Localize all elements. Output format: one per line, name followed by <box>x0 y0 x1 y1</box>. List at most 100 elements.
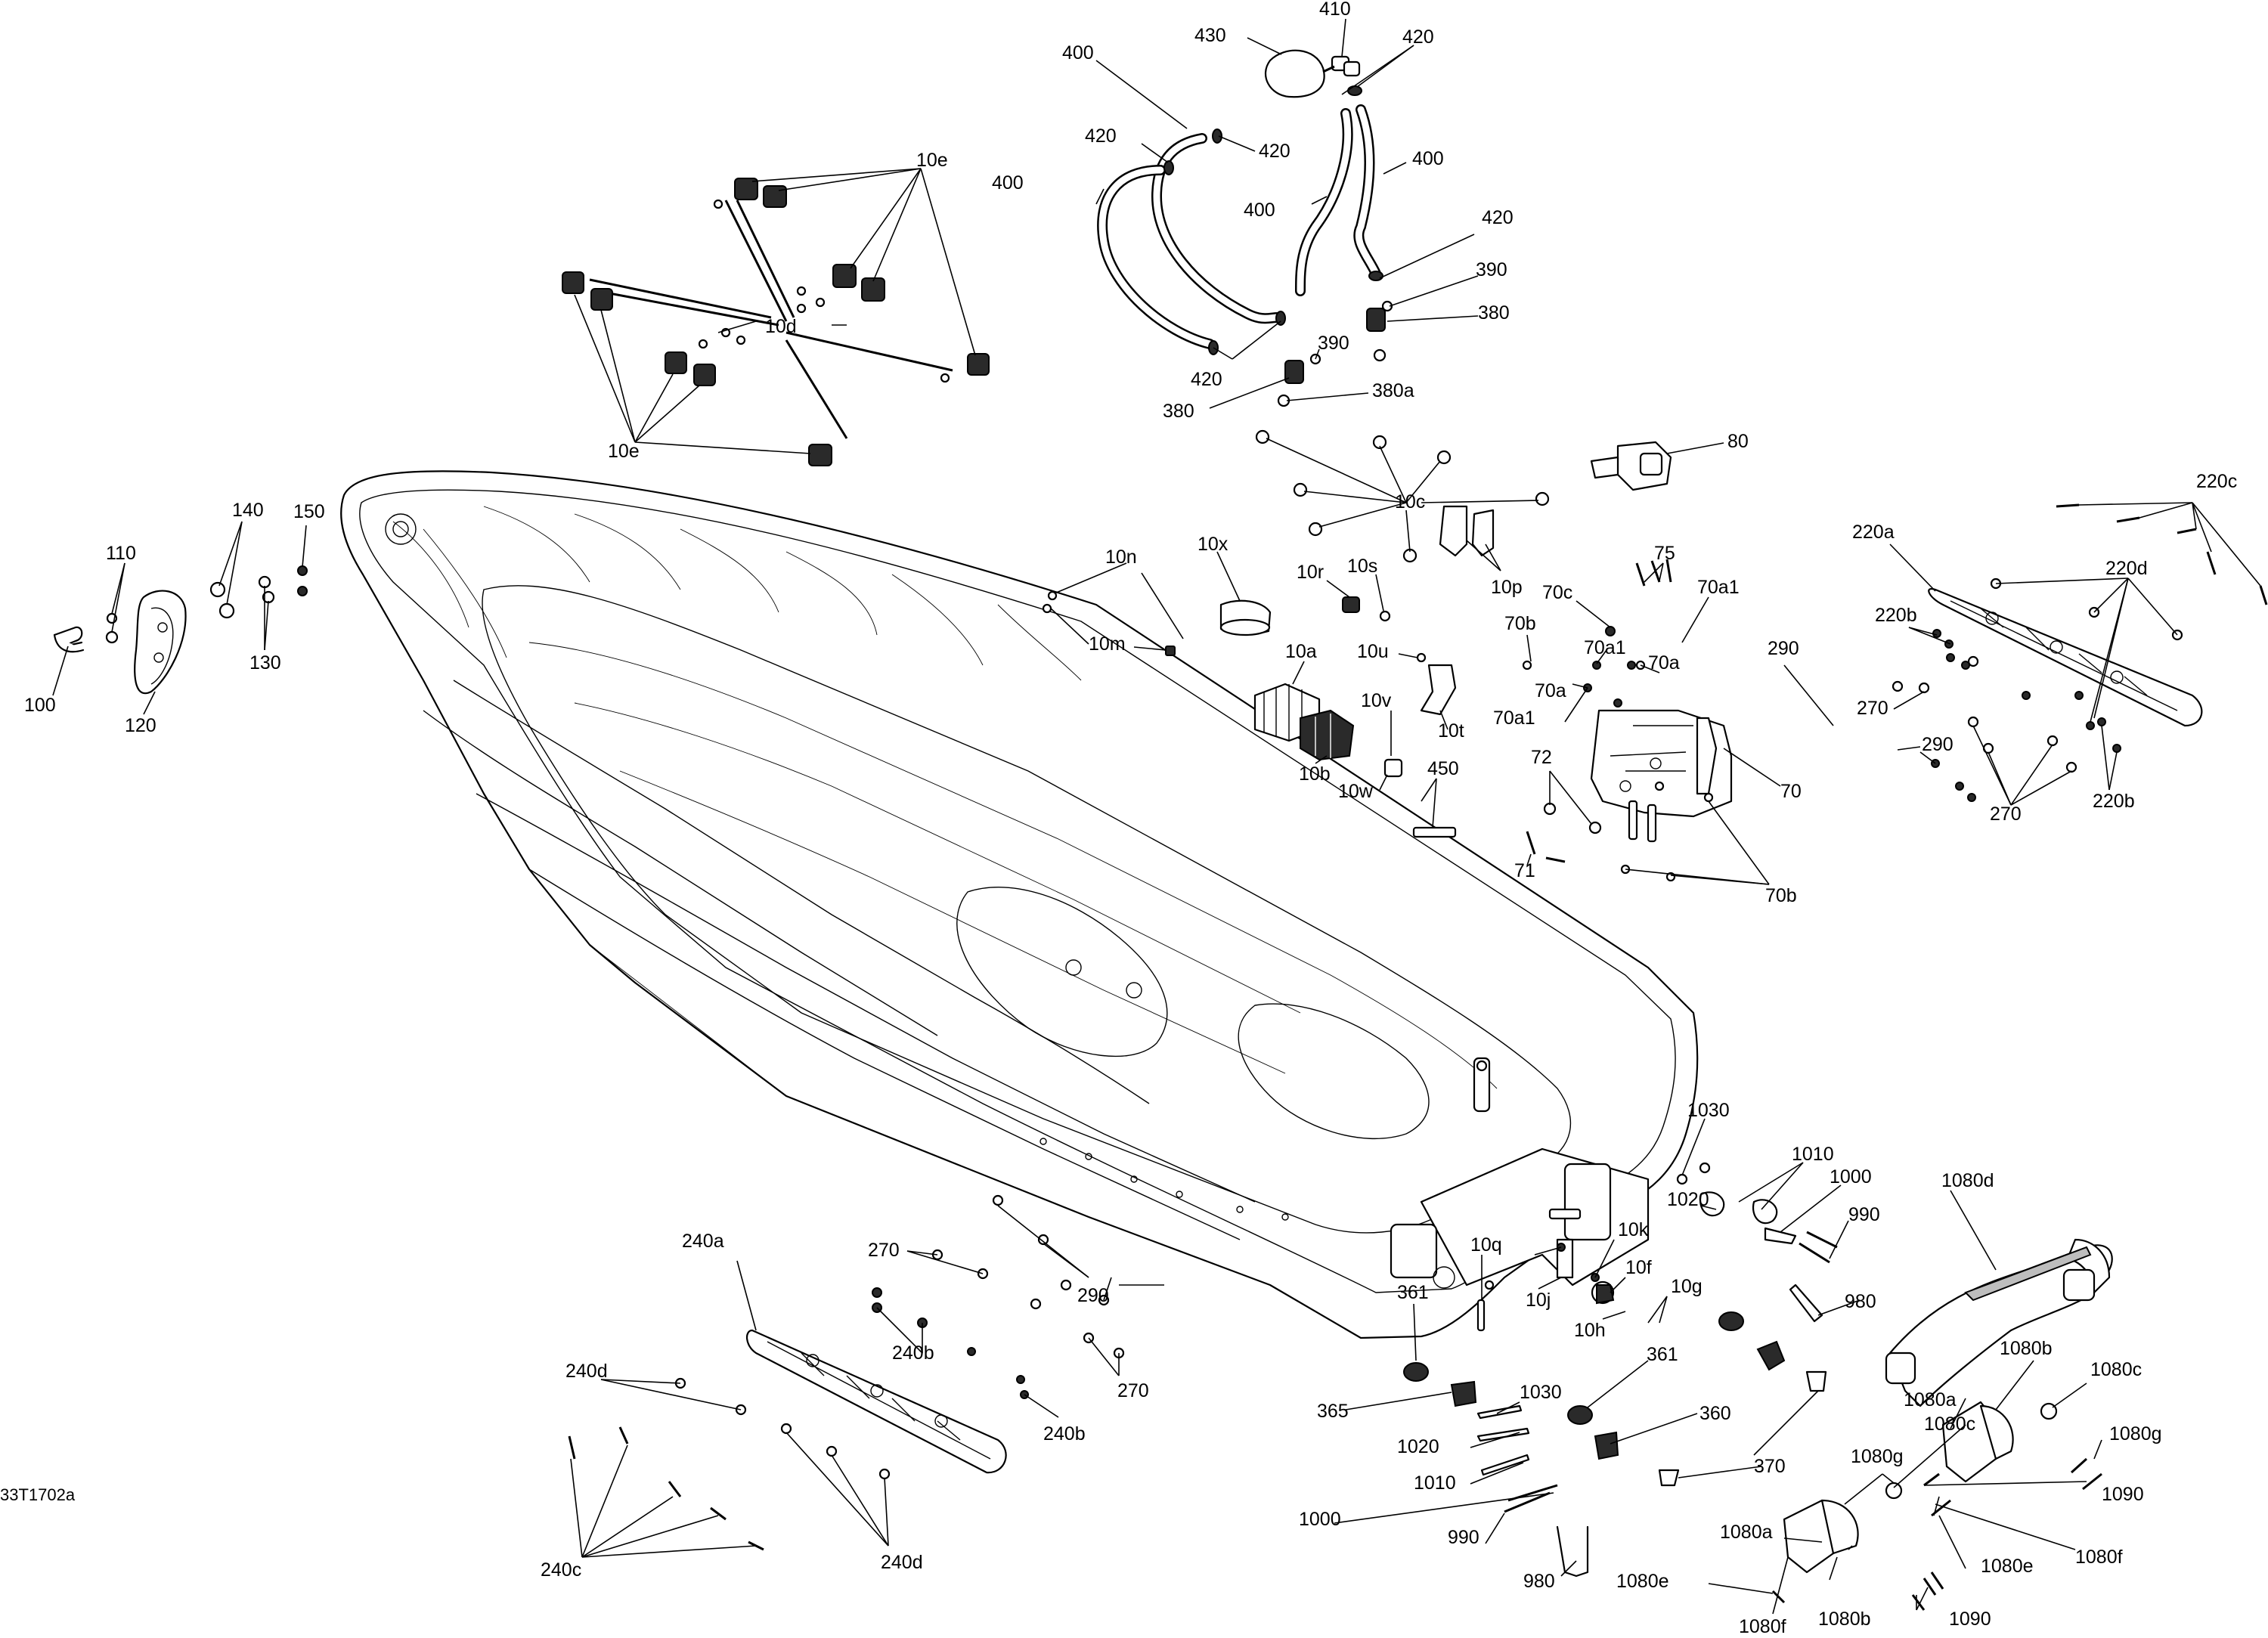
callout-220c: 220c <box>2196 471 2237 492</box>
callout-10j: 10j <box>1526 1290 1551 1311</box>
callout-430: 430 <box>1194 25 1226 46</box>
callout-10q: 10q <box>1470 1234 1502 1256</box>
callout-72: 72 <box>1531 747 1552 768</box>
callout-420-d: 420 <box>1482 207 1514 228</box>
callout-1080c-b: 1080c <box>1924 1414 1975 1435</box>
callout-1030-b: 1030 <box>1520 1382 1562 1403</box>
callout-10b: 10b <box>1299 763 1331 785</box>
callout-370: 370 <box>1754 1456 1786 1477</box>
side-handle-240a <box>746 1329 1007 1474</box>
callout-400-b: 400 <box>992 172 1024 194</box>
callout-290-a: 290 <box>1768 638 1799 659</box>
hull <box>340 470 1699 1339</box>
rear-grab-handle-1080d: SEA·DOO <box>1885 1238 2113 1407</box>
callout-270-b: 270 <box>1990 804 2022 825</box>
callout-220a: 220a <box>1852 522 1895 543</box>
callout-1000-b: 1000 <box>1299 1509 1341 1530</box>
callout-240c: 240c <box>541 1559 581 1581</box>
callout-380-a: 380 <box>1478 302 1510 324</box>
callout-420-b: 420 <box>1085 125 1117 147</box>
callout-10f: 10f <box>1625 1257 1652 1278</box>
bracket-10t <box>1420 664 1457 716</box>
callout-10h: 10h <box>1574 1320 1606 1341</box>
callout-140: 140 <box>232 500 264 521</box>
plug-365 <box>1450 1380 1477 1407</box>
plug-370 <box>1805 1370 1827 1392</box>
callout-70c: 70c <box>1542 582 1572 603</box>
callout-220b-b: 220b <box>2093 791 2135 812</box>
callout-10m: 10m <box>1089 633 1126 655</box>
callout-270-c: 270 <box>868 1240 900 1261</box>
callout-1080g-b: 1080g <box>1851 1446 1904 1467</box>
callout-980-b: 980 <box>1523 1571 1555 1592</box>
callout-10u: 10u <box>1357 641 1389 662</box>
callout-240d-a: 240d <box>565 1361 608 1382</box>
callout-420-c: 420 <box>1259 141 1290 162</box>
callout-1010-b: 1010 <box>1414 1472 1456 1494</box>
bellows-10b <box>1300 709 1355 761</box>
callout-70b-b: 70b <box>1765 885 1797 906</box>
callout-1080f-a: 1080f <box>2075 1547 2123 1568</box>
plug-360 <box>1594 1340 1786 1460</box>
callout-10k: 10k <box>1618 1219 1649 1240</box>
callout-1080b-b: 1080b <box>1818 1609 1871 1630</box>
callout-70a-b: 70a <box>1535 680 1566 701</box>
callout-10d: 10d <box>765 316 797 337</box>
callout-390-b: 390 <box>1318 333 1349 354</box>
callout-290-c: 290 <box>1077 1285 1109 1306</box>
callout-10a: 10a <box>1285 641 1317 662</box>
callout-80: 80 <box>1727 431 1749 452</box>
callout-71: 71 <box>1514 860 1535 881</box>
callout-1080c-a: 1080c <box>2090 1359 2142 1380</box>
callout-1080d: 1080d <box>1941 1170 1994 1191</box>
callout-1080g-a: 1080g <box>2109 1423 2162 1444</box>
callout-400-d: 400 <box>1412 148 1444 169</box>
callout-70a1-a: 70a1 <box>1697 577 1740 598</box>
callout-70a-a: 70a <box>1648 652 1680 673</box>
callout-70a1-b: 70a1 <box>1584 637 1626 658</box>
bow-eye-parts <box>53 565 308 695</box>
brackets-10p <box>1439 505 1495 557</box>
callout-380-b: 380 <box>1163 401 1194 422</box>
callout-450: 450 <box>1427 758 1459 779</box>
callout-10n: 10n <box>1105 547 1137 568</box>
callout-360: 360 <box>1699 1403 1731 1424</box>
callout-270-d: 270 <box>1117 1380 1149 1401</box>
nuts-10c <box>1255 429 1550 563</box>
cover-120 <box>134 590 187 695</box>
callout-10c: 10c <box>1395 491 1425 512</box>
callout-420-e: 420 <box>1191 369 1222 390</box>
callout-1080a-b: 1080a <box>1720 1522 1773 1543</box>
callout-361-a: 361 <box>1397 1282 1429 1303</box>
callout-390-a: 390 <box>1476 259 1507 280</box>
vent-parts-10 <box>1042 590 1457 838</box>
callout-400-c: 400 <box>1244 200 1275 221</box>
callout-10s: 10s <box>1347 556 1377 577</box>
sensor-80 <box>1590 441 1672 491</box>
callout-1080a-a: 1080a <box>1904 1389 1957 1410</box>
fuel-cap-clip-10e <box>562 178 990 466</box>
callout-365: 365 <box>1317 1401 1349 1422</box>
callout-1080b-a: 1080b <box>2000 1338 2053 1359</box>
callout-1090-b: 1090 <box>1949 1609 1991 1630</box>
callout-240a: 240a <box>682 1231 724 1252</box>
callout-70: 70 <box>1780 781 1802 802</box>
callout-1010-a: 1010 <box>1792 1144 1834 1165</box>
callout-10g: 10g <box>1671 1276 1703 1297</box>
callout-1080e-a: 1080e <box>1981 1556 2034 1577</box>
leader-lines <box>52 18 2261 1615</box>
callout-1020-b: 1020 <box>1397 1436 1439 1457</box>
callout-10w: 10w <box>1338 781 1374 802</box>
stern-hardware <box>1403 1057 1838 1578</box>
callout-70b-a: 70b <box>1504 613 1536 634</box>
callout-1030-a: 1030 <box>1687 1100 1730 1121</box>
callout-990-b: 990 <box>1448 1527 1479 1548</box>
callout-380a: 380a <box>1372 380 1414 401</box>
callout-150: 150 <box>293 501 325 522</box>
callout-410: 410 <box>1319 0 1351 20</box>
callout-240b-a: 240b <box>892 1342 934 1364</box>
cable-10d-assembly <box>562 178 990 466</box>
callout-120: 120 <box>125 715 156 736</box>
